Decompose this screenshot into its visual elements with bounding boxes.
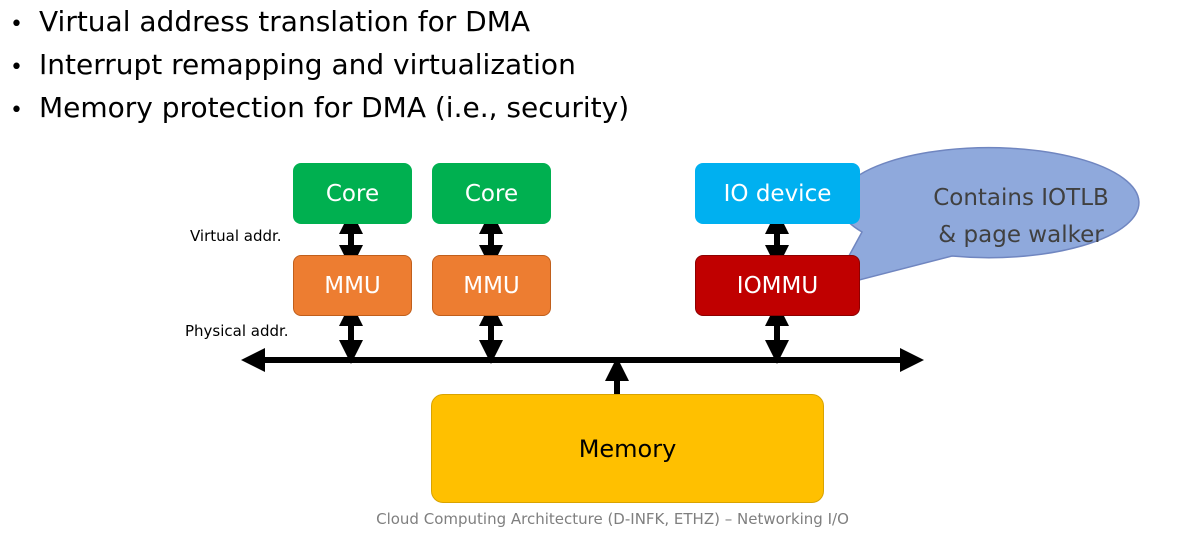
bullet-text: Memory protection for DMA (i.e., securit… bbox=[39, 91, 630, 124]
callout-text: Contains IOTLB & page walker bbox=[905, 180, 1137, 254]
iommu-box: IOMMU bbox=[695, 255, 860, 316]
physical-addr-label: Physical addr. bbox=[185, 322, 289, 340]
core-box-1: Core bbox=[293, 163, 412, 224]
mmu-label: MMU bbox=[324, 272, 381, 299]
mmu-box-1: MMU bbox=[293, 255, 412, 316]
bullet-marker: • bbox=[10, 55, 23, 80]
memory-label: Memory bbox=[578, 434, 677, 463]
bullet-text: Interrupt remapping and virtualization bbox=[39, 48, 576, 81]
bullet-item: • Memory protection for DMA (i.e., securi… bbox=[10, 86, 629, 129]
io-device-label: IO device bbox=[723, 180, 832, 207]
bullet-text: Virtual address translation for DMA bbox=[39, 5, 531, 38]
iommu-label: IOMMU bbox=[736, 272, 819, 299]
bullet-list: • Virtual address translation for DMA • In… bbox=[10, 0, 629, 129]
bullet-marker: • bbox=[10, 12, 23, 37]
virtual-addr-label: Virtual addr. bbox=[190, 227, 282, 245]
memory-box: Memory bbox=[431, 394, 824, 503]
io-device-box: IO device bbox=[695, 163, 860, 224]
mmu-box-2: MMU bbox=[432, 255, 551, 316]
bullet-marker: • bbox=[10, 98, 23, 123]
callout-line: & page walker bbox=[938, 222, 1104, 248]
slide-footer: Cloud Computing Architecture (D-INFK, ET… bbox=[376, 510, 849, 528]
bullet-item: • Interrupt remapping and virtualization bbox=[10, 43, 629, 86]
core-label: Core bbox=[325, 180, 380, 207]
mmu-label: MMU bbox=[463, 272, 520, 299]
bullet-item: • Virtual address translation for DMA bbox=[10, 0, 629, 43]
callout-line: Contains IOTLB bbox=[933, 185, 1109, 211]
core-label: Core bbox=[464, 180, 519, 207]
core-box-2: Core bbox=[432, 163, 551, 224]
